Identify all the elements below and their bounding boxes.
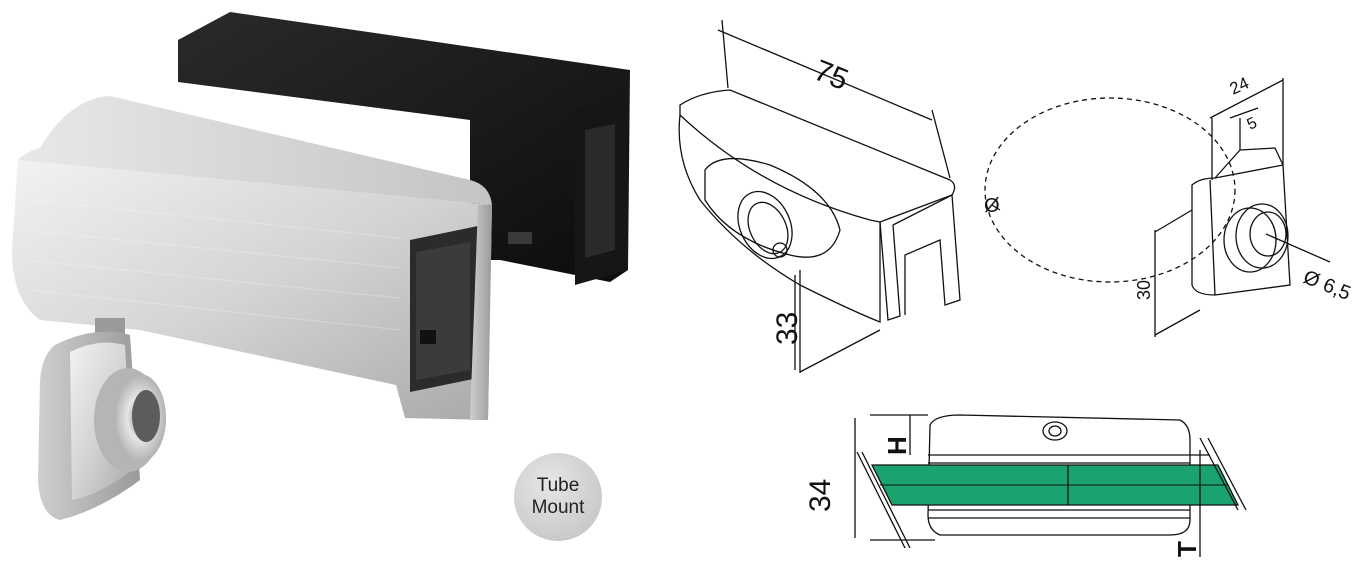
section-drawing [854,414,1247,557]
clamp-body [12,96,492,420]
section-height-label: 34 [804,479,837,512]
drawing-canvas: 75 33 Ø 24 5 30 Ø 6,5 [678,19,1354,557]
dimension-height-30-label: 30 [1134,280,1154,300]
dimension-bolt-label: Ø 6,5 [1300,266,1354,305]
badge-line-1: Tube [536,475,580,496]
technical-drawings: 75 33 Ø 24 5 30 Ø 6,5 [640,0,1365,557]
section-h-label: H [882,436,912,455]
section-t-label: T [1172,541,1202,557]
product-photo: Tube Mount [0,0,640,557]
tube-mount-badge: Tube Mount [514,453,602,541]
tube-mount-knob [38,318,166,520]
rubber-insert [178,12,630,285]
clamp-isometric-drawing [678,19,961,373]
diameter-symbol: Ø [984,195,1000,217]
dimension-slot-label: 5 [1245,114,1260,133]
dimension-length-label: 75 [809,54,852,97]
dimension-height-label: 33 [771,312,804,345]
badge-line-2: Mount [531,497,585,518]
tube-mount-drawing [984,78,1331,337]
product-illustration [12,12,630,520]
dimension-width-label: 24 [1227,73,1252,98]
